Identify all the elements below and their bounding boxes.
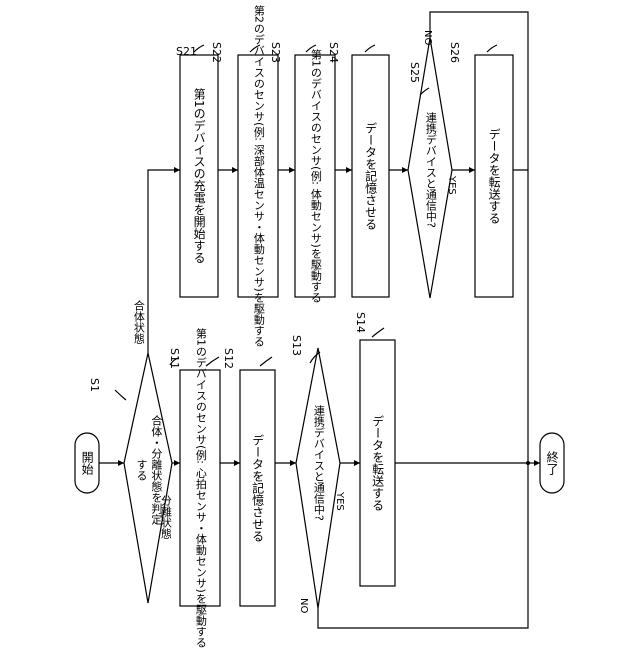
box-s24-text: データを記憶させる: [352, 55, 389, 297]
step-label-s1: S1: [89, 378, 100, 392]
branch-separated-label: 分離状態: [158, 482, 172, 552]
step-label-s26: S26: [449, 42, 460, 63]
box-s26-text: データを転送する: [475, 55, 513, 297]
end-terminal-label: 終了: [540, 433, 564, 493]
yes-label-s25: YES: [446, 176, 456, 195]
box-s12-text: データを記憶させる: [240, 370, 275, 606]
step-label-s12: S12: [223, 348, 234, 369]
step-label-s24: S24: [328, 42, 339, 63]
box-s14-text: データを転送する: [360, 340, 395, 586]
step-label-s13: S13: [291, 335, 302, 356]
box-s11-line2: (例: 心拍センサ・体動センサ)を駆動する: [193, 445, 208, 648]
step-label-s11: S11: [169, 348, 180, 369]
step-label-s14: S14: [355, 312, 366, 333]
box-s23-text: 第1のデバイスのセンサ (例: 体動センサ)を駆動する: [295, 55, 335, 297]
no-label-s13: NO: [298, 598, 308, 613]
box-s21-text: 第1のデバイスの充電を開始する: [180, 55, 218, 297]
box-s11-line1: 第1のデバイスのセンサ: [193, 328, 208, 445]
box-s23-line2: (例: 体動センサ)を駆動する: [308, 166, 323, 303]
step-label-s21: S21: [176, 46, 197, 57]
box-s22-line2: (例: 深部体温センサ・体動センサ)を駆動する: [251, 122, 266, 347]
box-s22-line1: 第2のデバイスのセンサ: [251, 5, 266, 122]
step-label-s22: S22: [211, 42, 222, 63]
yes-label-s13: YES: [334, 492, 344, 511]
start-terminal-label: 開始: [75, 433, 99, 493]
box-s23-line1: 第1のデバイスのセンサ: [308, 49, 323, 166]
decision-s25-label: 連携デバイスと通信中?: [410, 90, 450, 250]
step-label-s23: S23: [270, 42, 281, 63]
box-s22-text: 第2のデバイスのセンサ (例: 深部体温センサ・体動センサ)を駆動する: [238, 55, 278, 297]
box-s11-text: 第1のデバイスのセンサ (例: 心拍センサ・体動センサ)を駆動する: [180, 370, 220, 606]
branch-combined-label: 合体状態: [131, 292, 145, 352]
step-label-s25: S25: [409, 62, 420, 83]
no-label-s25: NO: [422, 30, 432, 45]
decision-s13-label: 連携デバイスと通信中?: [298, 380, 338, 546]
